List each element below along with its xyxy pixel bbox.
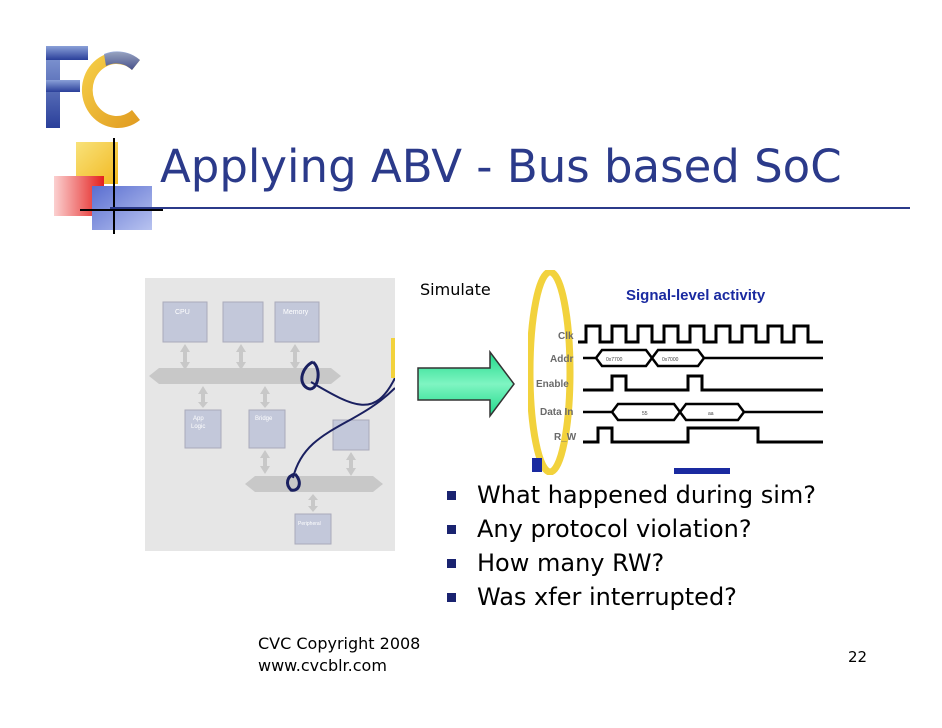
square-bullet-icon	[447, 593, 456, 602]
bullet-item-1: What happened during sim?	[445, 478, 816, 512]
memory-block	[274, 301, 320, 343]
signal-clk: Clk	[558, 331, 574, 342]
bridge-label: Bridge	[255, 416, 273, 422]
bullet-text-1: What happened during sim?	[477, 481, 817, 509]
bridge-block	[248, 409, 286, 449]
simulate-arrow	[417, 350, 515, 419]
block-2	[222, 301, 264, 343]
simulate-label: Simulate	[420, 280, 491, 299]
fc-logo	[46, 46, 140, 128]
data-value-2: aa	[708, 411, 714, 417]
signal-rw: R_W	[554, 432, 577, 443]
question-list: What happened during sim? Any protocol v…	[445, 478, 816, 614]
addr-value-1: 0x7700	[606, 357, 623, 363]
bullet-item-3: How many RW?	[445, 546, 816, 580]
data-value-1: 55	[642, 411, 648, 417]
cpu-block	[162, 301, 208, 343]
bullet-text-4: Was xfer interrupted?	[477, 583, 737, 611]
square-bullet-icon	[447, 525, 456, 534]
footer: CVC Copyright 2008 www.cvcblr.com	[258, 633, 420, 677]
bullet-item-4: Was xfer interrupted?	[445, 580, 816, 614]
peripheral-block	[294, 513, 332, 545]
signal-addr: Addr	[550, 354, 573, 365]
footer-copyright: CVC Copyright 2008	[258, 634, 421, 653]
square-bullet-icon	[447, 491, 456, 500]
page-number: 22	[848, 648, 868, 666]
bullet-item-2: Any protocol violation?	[445, 512, 816, 546]
app-logic-label-2: Logic	[191, 424, 205, 430]
slide-title: Applying ABV - Bus based SoC	[160, 140, 842, 193]
signal-data-in: Data In	[540, 407, 573, 418]
app-logic-block	[184, 409, 222, 449]
decorative-squares	[54, 138, 163, 234]
square-bullet-icon	[447, 559, 456, 568]
signal-enable: Enable	[536, 379, 569, 390]
waveform-title: Signal-level activity	[626, 287, 766, 304]
bullet-text-3: How many RW?	[477, 549, 665, 577]
title-underline	[110, 207, 910, 209]
footer-website: www.cvcblr.com	[258, 656, 387, 675]
side-block	[332, 419, 370, 451]
cpu-label: CPU	[175, 309, 190, 316]
app-logic-label-1: App	[193, 416, 204, 422]
peripheral-label: Peripheral	[298, 521, 321, 527]
memory-label: Memory	[283, 309, 309, 316]
waveform-diagram: Signal-level activity Clk Addr Enable Da…	[528, 270, 828, 475]
bullet-text-2: Any protocol violation?	[477, 515, 752, 543]
addr-value-2: 0x7000	[662, 357, 679, 363]
soc-block-diagram: CPU Memory App Logic Bridge Peripheral	[145, 278, 395, 551]
